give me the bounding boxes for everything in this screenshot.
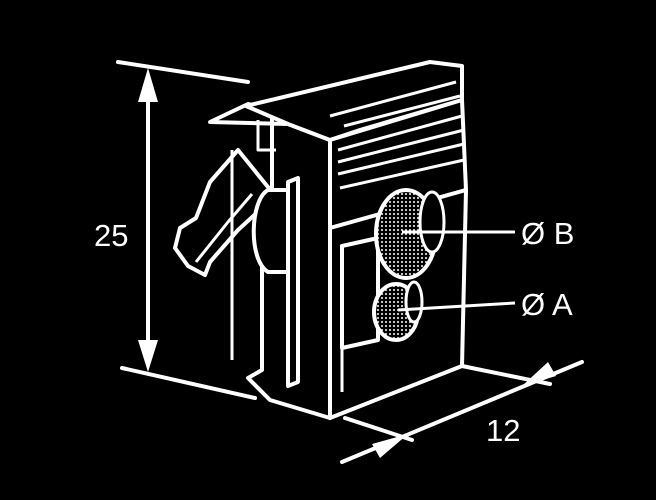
height-dimension-label: 25 — [94, 218, 129, 253]
spring-clip-edge — [194, 193, 254, 263]
hole-b-rim — [418, 190, 446, 254]
rib-4 — [339, 158, 465, 190]
width-dimension-label: 12 — [486, 413, 521, 448]
diameter-a-label: Ø A — [521, 287, 573, 322]
height-arrow-top — [138, 68, 158, 102]
side-plate-inner — [256, 120, 276, 152]
callout-a-leader — [397, 301, 516, 312]
height-extension-line-top — [116, 60, 250, 84]
top-bar-ridge-1 — [329, 80, 457, 118]
cage-nut-body — [173, 60, 468, 420]
width-arrow-left — [372, 434, 408, 458]
hole-a-rim — [404, 280, 424, 324]
diameter-b-label: Ø B — [521, 216, 575, 251]
top-bar-ridge-2 — [343, 94, 461, 128]
side-boss — [251, 188, 292, 274]
rib-3 — [337, 142, 465, 176]
height-extension-line-bottom — [120, 366, 257, 400]
rib-1 — [337, 114, 463, 152]
height-dimension — [116, 60, 257, 400]
height-arrow-bottom — [138, 340, 158, 372]
callout-leaders — [397, 230, 516, 312]
rib-2 — [337, 128, 465, 164]
front-face-slot — [340, 236, 380, 350]
width-arrow-right — [522, 362, 556, 386]
width-dimension — [340, 360, 584, 464]
side-boss-face — [286, 176, 300, 388]
